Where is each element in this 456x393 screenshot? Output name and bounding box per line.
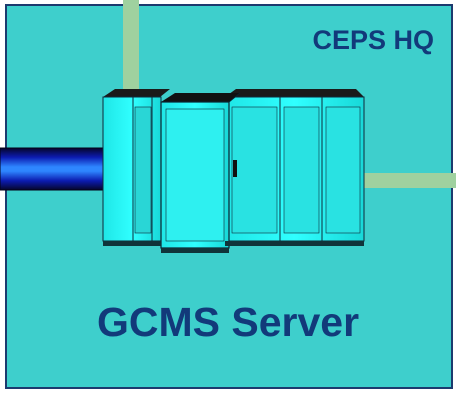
side-network-line bbox=[357, 173, 456, 188]
server-rack-icon bbox=[102, 89, 365, 253]
uplink-network-line bbox=[123, 0, 139, 100]
fiber-backbone-cable-icon bbox=[0, 147, 111, 191]
location-label: CEPS HQ bbox=[312, 25, 434, 55]
server-title: GCMS Server bbox=[96, 299, 360, 345]
